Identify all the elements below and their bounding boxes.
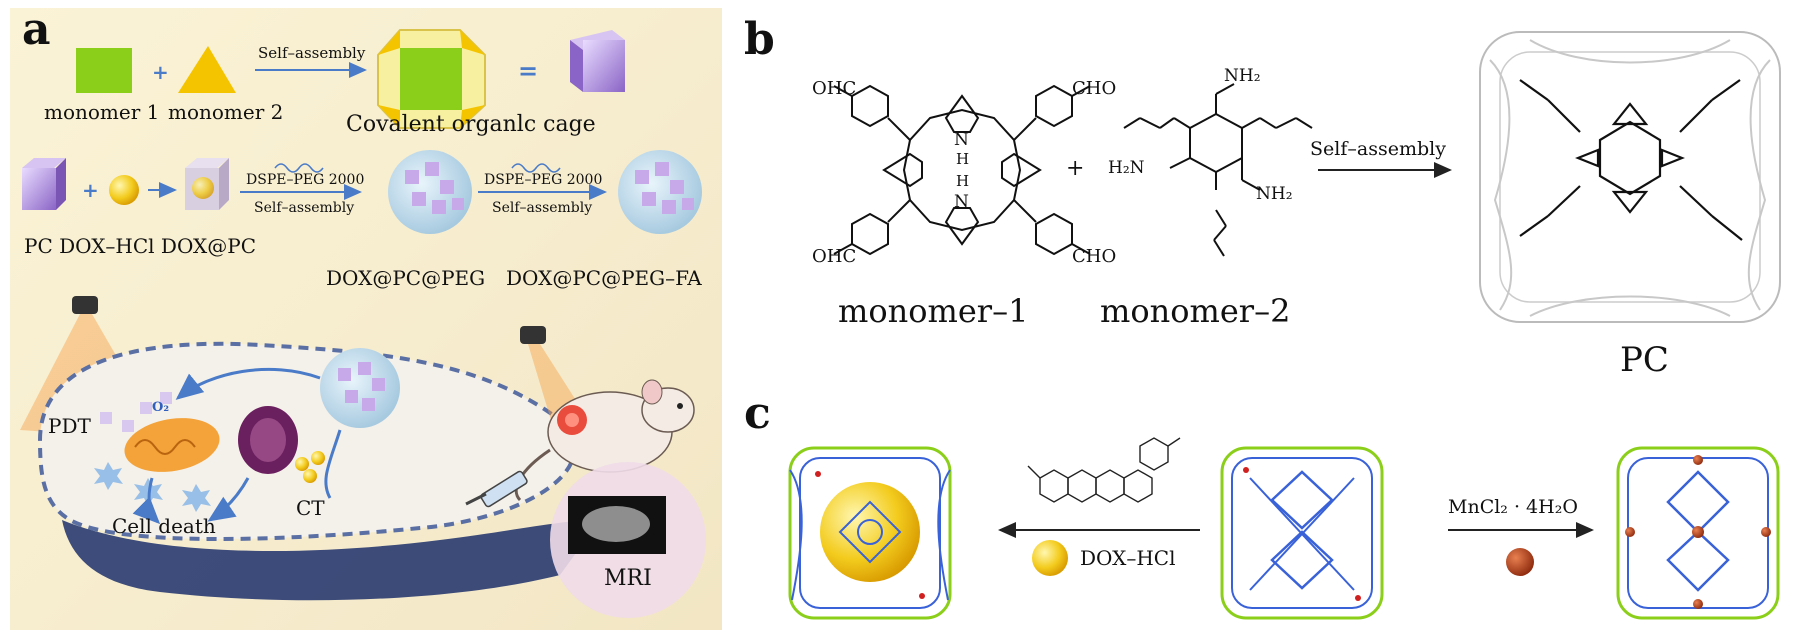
panel-b-label: b bbox=[744, 14, 775, 65]
porphyrin-n-bottom: N bbox=[954, 192, 969, 212]
equals-sign: = bbox=[518, 56, 539, 85]
self-assembly-label-1: Self–assembly bbox=[258, 44, 366, 62]
monomer-2-label-b: monomer–2 bbox=[1100, 292, 1291, 330]
cell-death-arrow-2 bbox=[207, 477, 250, 522]
nucleus bbox=[238, 406, 298, 474]
dox-molecule bbox=[1027, 437, 1181, 503]
mn-loaded-cage bbox=[1616, 446, 1780, 620]
nanoparticle-peg-fa bbox=[618, 150, 702, 234]
monomer-2-structure bbox=[1123, 83, 1313, 257]
pc-label: PC bbox=[1620, 340, 1669, 380]
pc-cage-structure bbox=[1479, 31, 1781, 323]
h2n-left: H₂N bbox=[1108, 158, 1145, 178]
peg-wave-1 bbox=[274, 163, 324, 173]
nh2-top: NH₂ bbox=[1224, 66, 1261, 86]
cube-icon-top bbox=[570, 30, 625, 92]
nanoparticle-in-cell bbox=[320, 348, 400, 428]
dox-pc-peg-fa-label: DOX@PC@PEG–FA bbox=[506, 266, 702, 290]
ct-arrow bbox=[324, 429, 342, 499]
empty-cage bbox=[1220, 446, 1384, 620]
nanoparticle-peg bbox=[388, 150, 472, 234]
cell-death-label: Cell death bbox=[112, 514, 216, 538]
porphyrin-structure bbox=[833, 84, 1091, 256]
dox-hcl-label: DOX–HCl bbox=[1080, 546, 1176, 570]
monomer-1-label: monomer 1 bbox=[44, 100, 160, 124]
dox-pc-peg-label: DOX@PC@PEG bbox=[326, 266, 486, 290]
ct-label: CT bbox=[296, 496, 325, 520]
ohc-bottom-left: OHC bbox=[812, 246, 857, 267]
porphyrin-n-top: N bbox=[954, 130, 969, 150]
panel-c-label: c bbox=[744, 388, 771, 439]
ohc-top-left: OHC bbox=[812, 78, 857, 99]
dox-hcl-ball-c bbox=[1032, 540, 1068, 576]
ct-particles bbox=[295, 451, 325, 483]
syringe bbox=[465, 470, 528, 508]
plus-sign-b: + bbox=[1066, 156, 1085, 181]
cho-top-right: CHO bbox=[1072, 78, 1117, 99]
released-cages bbox=[100, 392, 172, 432]
self-assembly-label-3: Self–assembly bbox=[492, 200, 593, 216]
porphyrin-h-bottom: H bbox=[956, 172, 970, 190]
dox-pc-cube-icon bbox=[185, 158, 229, 210]
pdt-label: PDT bbox=[48, 414, 91, 438]
self-assembly-label-2: Self–assembly bbox=[254, 200, 355, 216]
mri-label: MRI bbox=[604, 566, 652, 591]
mri-scan-body bbox=[582, 506, 650, 542]
dox-hcl-ball bbox=[109, 175, 139, 205]
pc-cube-icon bbox=[22, 158, 66, 210]
porphyrin-h-top: H bbox=[956, 150, 970, 168]
singlet-oxygen-label: O₂ bbox=[152, 400, 170, 415]
covalent-cage-icon bbox=[377, 29, 486, 129]
self-assembly-label-b: Self–assembly bbox=[1310, 138, 1446, 160]
cell-membrane-base bbox=[62, 520, 600, 601]
mouse bbox=[514, 379, 695, 502]
cell-death-arrow-1 bbox=[132, 477, 161, 525]
dspe-label-1: DSPE–PEG 2000 bbox=[246, 172, 365, 188]
dspe-label-2: DSPE–PEG 2000 bbox=[484, 172, 603, 188]
mncl2-label: MnCl₂ · 4H₂O bbox=[1448, 496, 1578, 518]
panel-a-label: a bbox=[22, 4, 51, 55]
peg-wave-2 bbox=[511, 163, 561, 173]
uptake-arrow bbox=[175, 367, 321, 400]
cage-label: Covalent organlc cage bbox=[346, 112, 596, 137]
monomer-2-triangle bbox=[178, 46, 236, 93]
cage-with-dox bbox=[788, 446, 952, 620]
monomer-1-square bbox=[76, 48, 132, 93]
cho-bottom-right: CHO bbox=[1072, 246, 1117, 267]
monomer-2-label: monomer 2 bbox=[168, 100, 284, 124]
plus-sign-1: + bbox=[152, 60, 169, 84]
monomer-1-label-b: monomer–1 bbox=[838, 292, 1029, 330]
mn-ball bbox=[1506, 548, 1534, 576]
row2-labels: PC DOX–HCl DOX@PC bbox=[24, 234, 257, 258]
nh2-bottom: NH₂ bbox=[1256, 184, 1293, 204]
plus-sign-2: + bbox=[82, 178, 99, 202]
mitochondrion bbox=[124, 418, 220, 472]
